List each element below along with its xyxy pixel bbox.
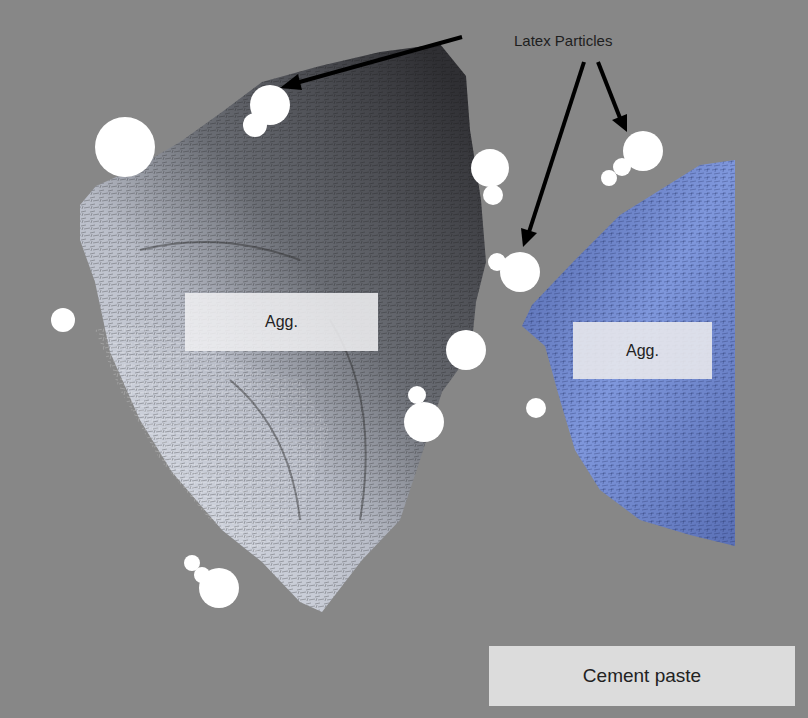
node-label: Cement paste: [583, 665, 701, 687]
aggregate-box: Agg.: [573, 322, 712, 379]
cement-paste-box: Cement paste: [489, 646, 795, 706]
leader-arrows: [280, 37, 627, 247]
callout-label: Latex Particles: [514, 32, 612, 49]
aggregate-right: [522, 160, 735, 546]
aggregate-box: Agg.: [185, 293, 378, 351]
node-label: Agg.: [626, 342, 659, 360]
aggregate-left: [80, 44, 486, 612]
node-label: Agg.: [265, 313, 298, 331]
latex-particles: [51, 85, 663, 608]
